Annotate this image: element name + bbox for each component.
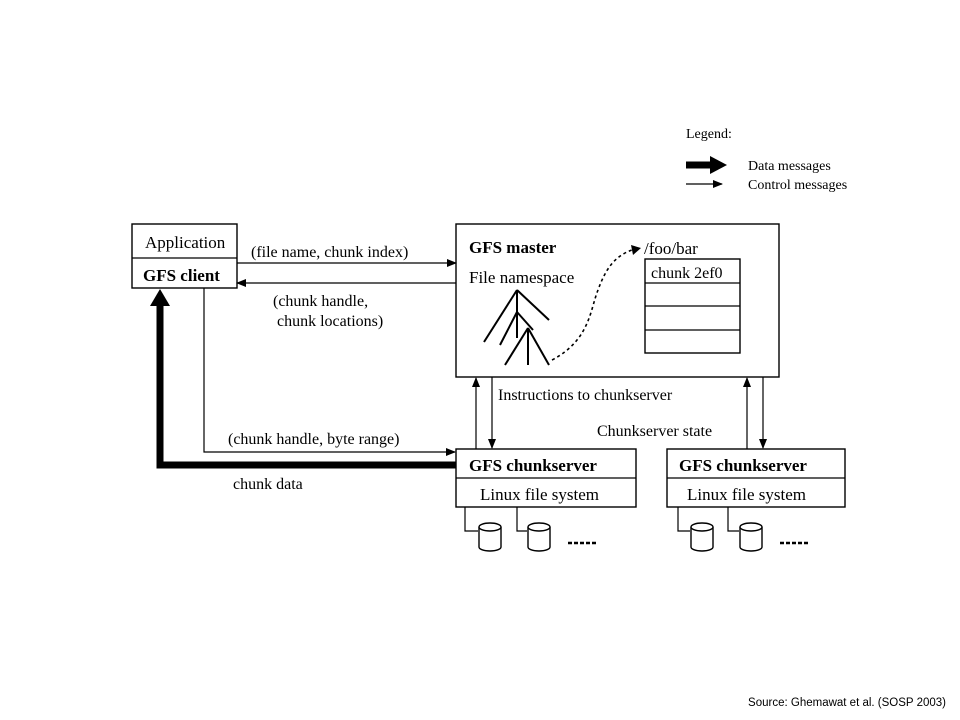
reply-label-line1: (chunk handle, [273,293,368,310]
chunk-table: chunk 2ef0 [644,258,741,354]
chunkserver-state-label: Chunkserver state [597,423,712,440]
chunk-label: chunk 2ef0 [651,265,723,282]
legend-title: Legend: [686,127,732,142]
gfs-client-label: GFS client [143,266,220,285]
legend-control-messages: Control messages [748,178,847,193]
disk-icon [478,522,502,552]
chunkserver-box-2: GFS chunkserver Linux file system [666,448,846,508]
legend-data-messages: Data messages [748,159,831,174]
request-label: (file name, chunk index) [251,244,408,261]
reply-edge: (chunk handle, chunk locations) [236,279,456,330]
namespace-tree-icon [483,289,550,366]
chunk-data-edge: chunk data [150,289,456,493]
file-path-label: /foo/bar [644,239,698,258]
reply-label-line2: chunk locations) [277,313,383,330]
legend-data-arrow-icon [686,156,727,174]
master-chunkserver2-edges: Chunkserver state [597,377,767,449]
application-label: Application [145,233,226,252]
chunk-data-label: chunk data [233,476,303,493]
byte-range-edge: (chunk handle, byte range) [203,288,456,456]
chunk-data-arrowhead-icon [150,289,170,306]
chunkserver-title-2: GFS chunkserver [679,456,807,475]
file-namespace-label: File namespace [469,268,574,287]
application-box: Application GFS client [131,223,238,289]
source-citation: Source: Ghemawat et al. (SOSP 2003) [748,697,946,709]
path-pointer-arrowhead-icon [631,245,641,255]
request-edge: (file name, chunk index) [237,244,457,267]
instructions-label: Instructions to chunkserver [498,387,673,404]
disk-group-2 [677,507,810,552]
chunkserver-fs-2: Linux file system [687,485,806,504]
gfs-master-box: GFS master File namespace /foo/bar chunk… [455,223,780,378]
chunkserver-title-1: GFS chunkserver [469,456,597,475]
chunkserver-box-1: GFS chunkserver Linux file system [455,448,637,508]
disk-icon [690,522,714,552]
disk-icon [527,522,551,552]
legend: Legend: Data messages Control messages [686,127,847,193]
disk-icon [739,522,763,552]
chunkserver-fs-1: Linux file system [480,485,599,504]
gfs-master-title: GFS master [469,238,557,257]
path-pointer-line [551,249,633,361]
master-chunkserver1-edges: Instructions to chunkserver [472,377,673,449]
disk-group-1 [464,507,598,552]
byte-range-label: (chunk handle, byte range) [228,431,399,448]
